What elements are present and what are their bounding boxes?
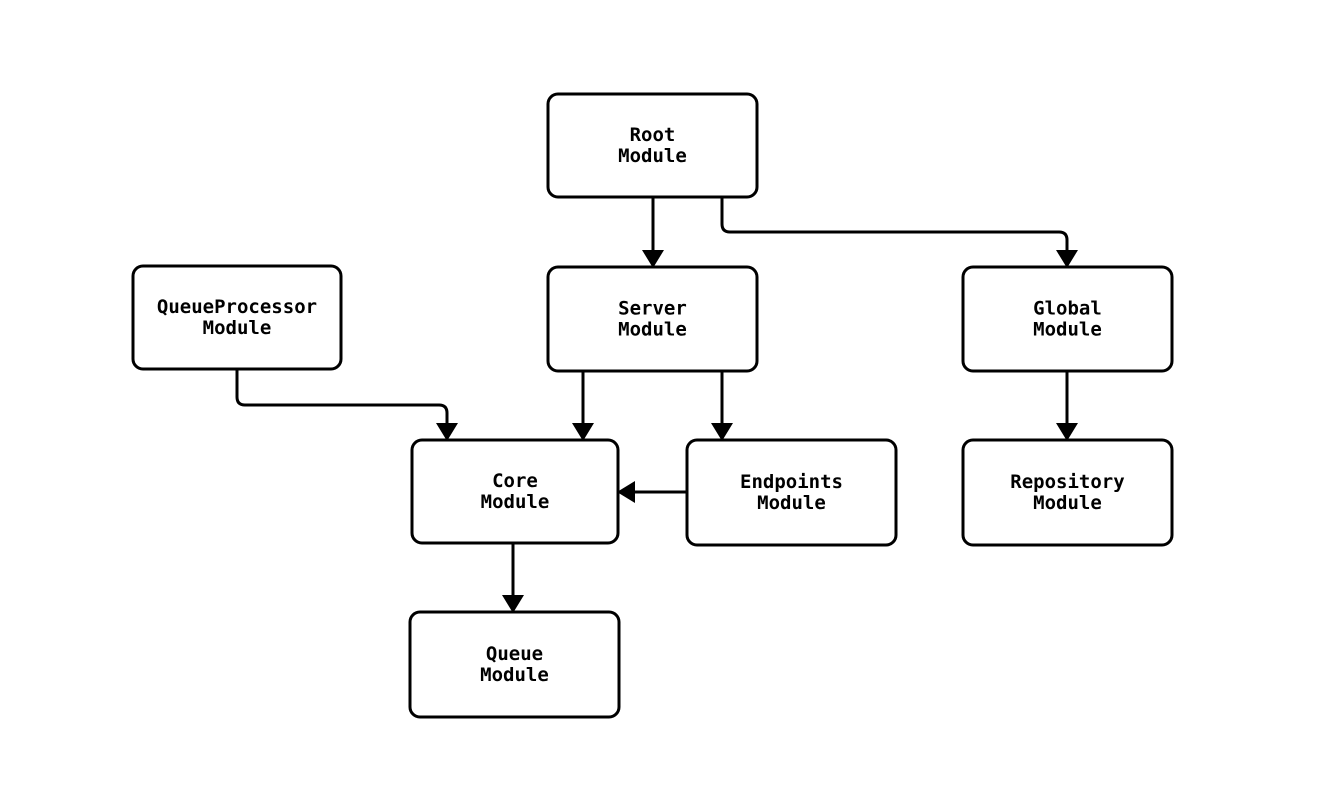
node-label-line: Root [630, 124, 676, 146]
node-box [546, 265, 759, 373]
node-label-line: Module [480, 664, 549, 686]
node-label-line: Queue [486, 643, 543, 665]
node-label-line: Module [618, 145, 687, 167]
node-box [961, 265, 1174, 373]
node-label-line: Module [757, 492, 826, 514]
node-box [408, 610, 621, 719]
edge-root-module-to-global-module [720, 197, 1078, 268]
node-box [685, 438, 898, 547]
node-label-line: Repository [1010, 471, 1124, 493]
node-label-line: Core [492, 470, 538, 492]
node-label-line: Module [1033, 319, 1102, 341]
node-label-line: Module [481, 491, 550, 513]
node-box [410, 438, 620, 545]
node-label-line: Module [203, 317, 272, 339]
node-label-line: QueueProcessor [157, 296, 317, 318]
node-label-line: Endpoints [740, 471, 843, 493]
edge-queueprocessor-module-to-core-module [235, 369, 458, 441]
node-label-line: Module [618, 319, 687, 341]
node-box [131, 264, 343, 371]
node-label-line: Global [1033, 298, 1102, 320]
node-label-line: Server [618, 298, 687, 320]
node-label-line: Module [1033, 492, 1102, 514]
node-box [961, 438, 1174, 547]
node-box [546, 92, 759, 199]
